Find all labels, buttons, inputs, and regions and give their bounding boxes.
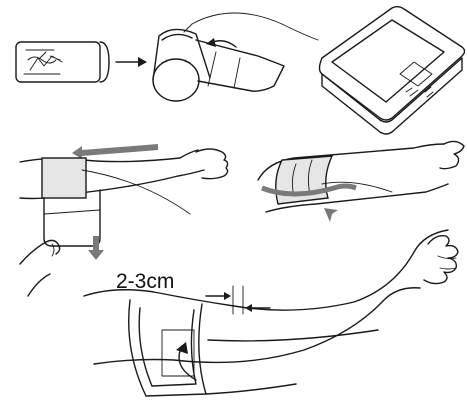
arm-with-cuff-right xyxy=(258,141,464,230)
opened-cuff-icon xyxy=(153,13,318,101)
arm-with-cuff-bottom: 2-3cm xyxy=(84,230,458,396)
blood-pressure-monitor-icon xyxy=(320,7,465,134)
arrow-icon xyxy=(116,57,147,67)
rolled-cuff-icon xyxy=(16,42,109,82)
down-arrow-icon xyxy=(88,236,104,260)
